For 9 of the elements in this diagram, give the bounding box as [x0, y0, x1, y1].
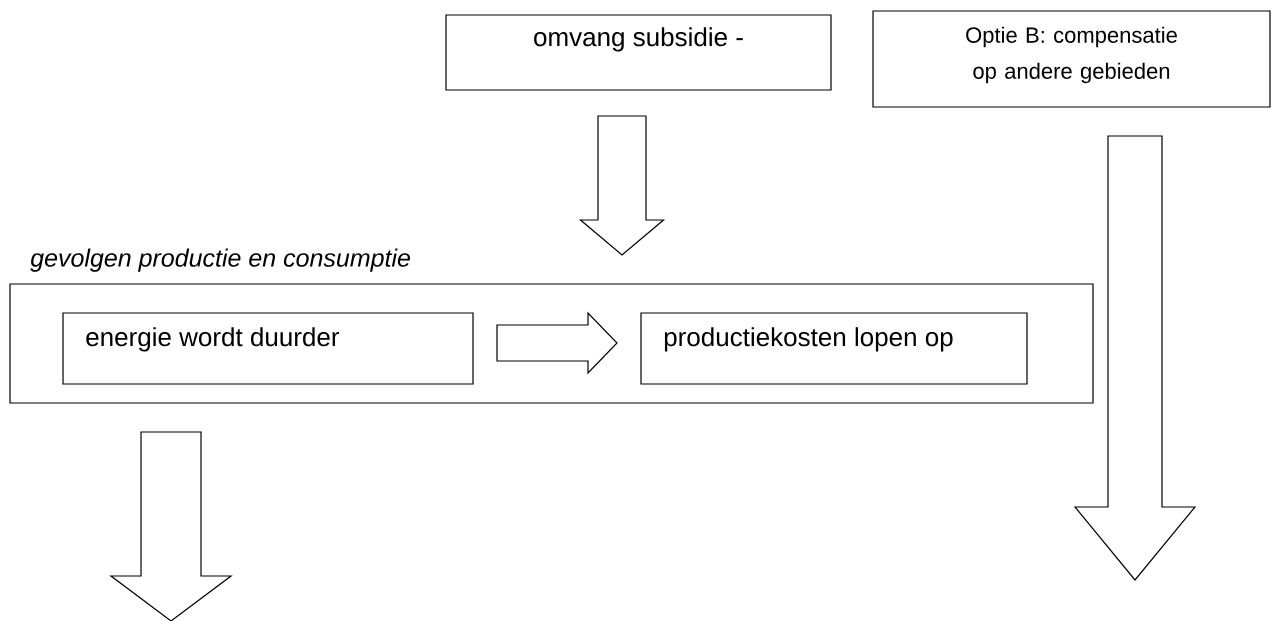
process-box: energie wordt duurder — [62, 312, 474, 385]
node-label: gevolgen productie en consumptie — [30, 248, 410, 272]
block-arrow — [109, 431, 233, 621]
process-box: productiekosten lopen op — [640, 312, 1028, 385]
block-arrow — [1073, 135, 1197, 581]
process-box: omvang subsidie - — [445, 14, 832, 91]
block-arrow — [496, 311, 618, 375]
process-box: Optie B: compensatie op andere gebieden — [872, 10, 1271, 108]
block-arrow — [578, 115, 666, 256]
